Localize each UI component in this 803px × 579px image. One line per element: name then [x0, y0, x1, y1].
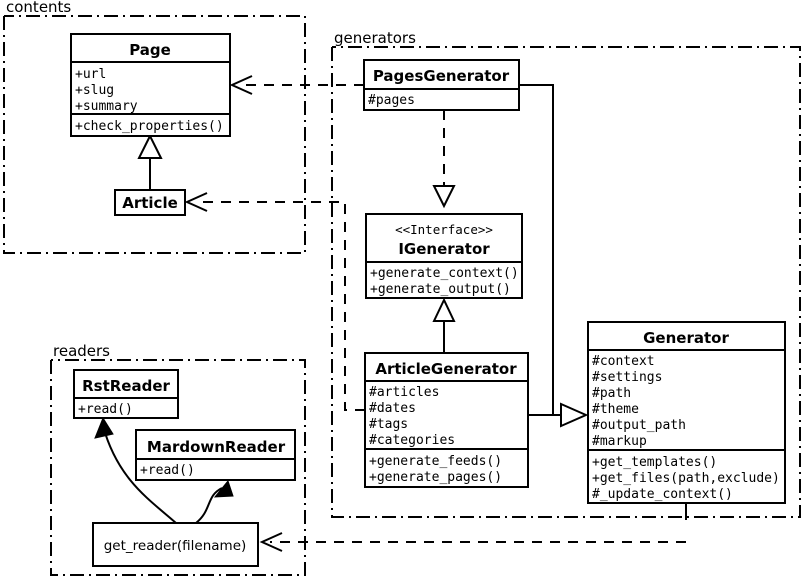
package-generators-border	[331, 46, 801, 518]
class-generator-frame	[587, 321, 786, 504]
class-page-attribute: +summary	[75, 99, 138, 114]
class-igenerator[interactable]: <<Interface>> IGenerator +generate_conte…	[365, 213, 523, 299]
class-page-operation: +check_properties()	[75, 119, 224, 134]
package-readers-label: readers	[53, 342, 110, 360]
relation-getreader-mardownreader	[195, 479, 234, 524]
class-articlegenerator-attribute: #tags	[369, 417, 408, 432]
package-generators: generators	[331, 29, 801, 518]
relation-pagesgenerator-generator	[519, 84, 561, 416]
class-generator-attribute: #context	[592, 354, 655, 369]
function-get-reader-label: get_reader(filename)	[104, 538, 247, 554]
function-get-reader[interactable]: get_reader(filename)	[92, 522, 259, 567]
class-mardownreader-operation: +read()	[140, 463, 195, 478]
hollow-triangle-icon	[137, 133, 163, 159]
open-arrowhead-icon	[184, 192, 208, 212]
hollow-triangle-icon	[560, 402, 589, 428]
relation-article-page	[137, 133, 163, 190]
class-mardownreader[interactable]: MardownReader +read()	[135, 429, 296, 481]
class-pagesgenerator[interactable]: PagesGenerator #pages	[363, 59, 520, 111]
class-page[interactable]: Page +url +slug +summary +check_properti…	[70, 33, 231, 137]
class-generator-name: Generator	[643, 329, 729, 347]
class-rstreader-operation: +read()	[78, 402, 133, 417]
relation-getreader-rstreader	[94, 416, 177, 524]
relation-pagesgenerator-igenerator	[432, 110, 456, 209]
class-articlegenerator-frame	[364, 352, 529, 488]
class-igenerator-operation: +generate_context()	[370, 266, 519, 281]
class-generator-attribute: #path	[592, 386, 631, 401]
open-arrowhead-icon	[229, 75, 253, 95]
class-generator-attribute: #markup	[592, 434, 647, 449]
class-articlegenerator-attribute: #categories	[369, 433, 455, 448]
solid-arrowhead-icon	[213, 479, 234, 498]
returns-curve	[195, 487, 223, 524]
class-rstreader-frame	[73, 369, 179, 419]
solid-arrowhead-icon	[94, 416, 114, 439]
class-pagesgenerator-frame	[363, 59, 520, 111]
class-igenerator-stereotype: <<Interface>>	[395, 222, 493, 237]
generalization-line	[519, 84, 561, 416]
class-rstreader-name: RstReader	[82, 377, 170, 395]
class-articlegenerator[interactable]: ArticleGenerator #articles #dates #tags …	[364, 352, 529, 488]
dependency-line	[195, 201, 365, 411]
class-articlegenerator-attribute: #articles	[369, 385, 439, 400]
package-readers-border	[50, 359, 306, 576]
relation-generator-getreader	[259, 503, 687, 552]
class-article-name: Article	[122, 194, 178, 212]
class-generator-operation: #_update_context()	[592, 487, 733, 502]
class-page-name: Page	[129, 41, 171, 59]
open-arrowhead-icon	[259, 532, 283, 552]
package-contents-label: contents	[6, 0, 71, 16]
returns-curve	[102, 425, 177, 524]
hollow-triangle-icon	[432, 297, 456, 322]
class-page-attribute: +slug	[75, 83, 114, 98]
package-readers: readers	[50, 342, 306, 576]
class-igenerator-name: IGenerator	[398, 240, 490, 258]
class-generator-operation: +get_files(path,exclude)	[592, 471, 780, 486]
package-generators-label: generators	[334, 29, 416, 47]
class-igenerator-frame	[365, 213, 523, 299]
class-igenerator-operation: +generate_output()	[370, 282, 511, 297]
class-generator-operation: +get_templates()	[592, 455, 717, 470]
hollow-triangle-icon	[432, 185, 456, 209]
class-articlegenerator-attribute: #dates	[369, 401, 416, 416]
package-contents: contents	[3, 0, 306, 254]
class-page-attribute: +url	[75, 67, 106, 82]
class-generator-attribute: #settings	[592, 370, 662, 385]
class-article-frame	[114, 189, 186, 216]
class-mardownreader-name: MardownReader	[147, 438, 286, 456]
package-contents-border	[3, 15, 306, 254]
class-generator-attribute: #theme	[592, 402, 639, 417]
class-articlegenerator-operation: +generate_feeds()	[369, 454, 502, 469]
relation-articlegenerator-article	[184, 192, 365, 411]
function-get-reader-frame	[92, 522, 259, 567]
class-article[interactable]: Article	[114, 189, 186, 216]
class-articlegenerator-name: ArticleGenerator	[375, 360, 517, 378]
class-pagesgenerator-attribute: #pages	[368, 93, 415, 108]
class-page-frame	[70, 33, 231, 137]
class-generator-attribute: #output_path	[592, 418, 686, 433]
class-generator[interactable]: Generator #context #settings #path #them…	[587, 321, 786, 504]
relation-pagesgenerator-page	[229, 75, 364, 95]
class-mardownreader-frame	[135, 429, 296, 481]
relation-articlegenerator-igenerator	[432, 297, 456, 353]
class-articlegenerator-operation: +generate_pages()	[369, 470, 502, 485]
class-rstreader[interactable]: RstReader +read()	[73, 369, 179, 419]
class-pagesgenerator-name: PagesGenerator	[373, 67, 510, 85]
